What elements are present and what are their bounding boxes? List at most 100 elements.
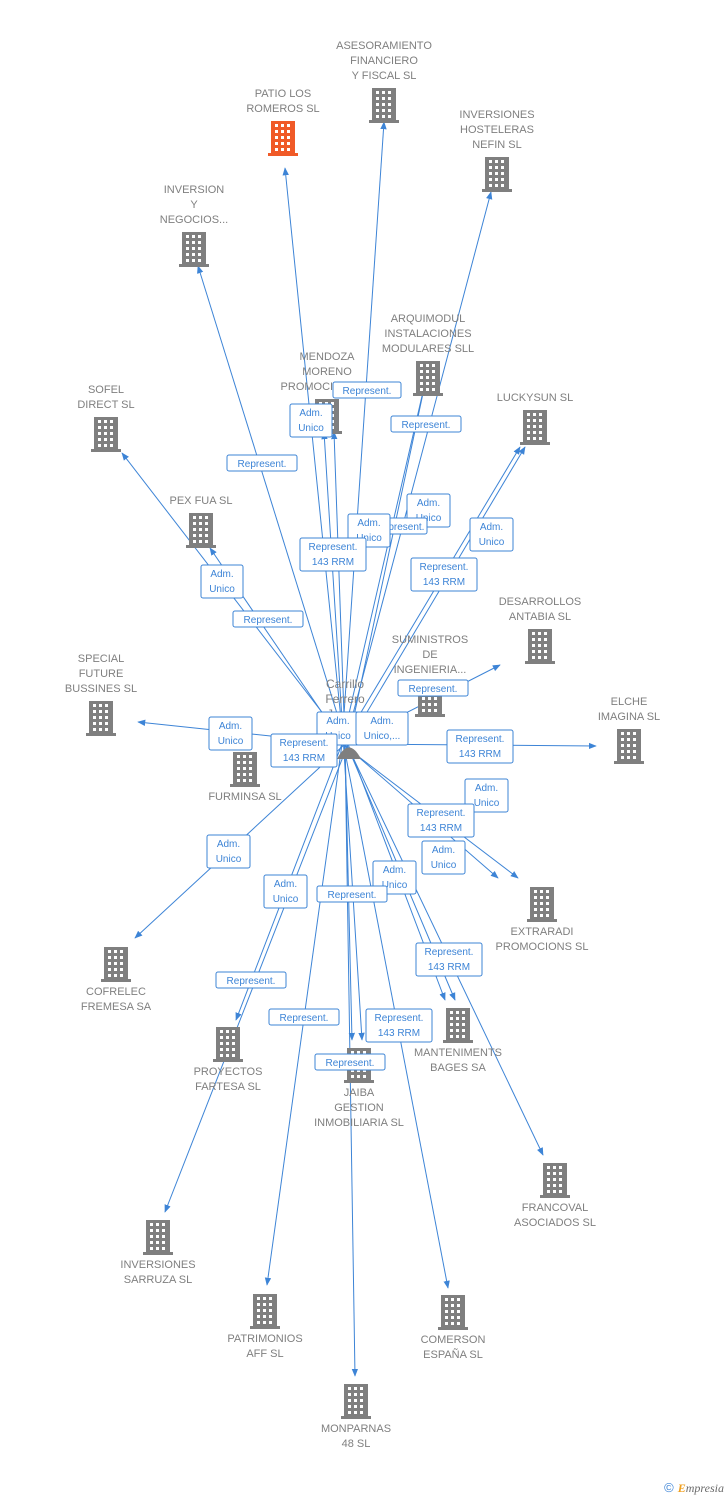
company-name: SUMINISTROS [392, 634, 468, 646]
edge-label-text: Represent. [425, 947, 474, 958]
company-name: FUTURE [79, 668, 124, 680]
company-name: DESARROLLOS [499, 596, 582, 608]
brand-logo-letter: E [677, 1481, 686, 1495]
edge-label-text: Unico [298, 423, 324, 434]
edge-label-text: Represent. [326, 1058, 375, 1069]
edge-label: Adm.Unico [421, 840, 466, 875]
company-name: ROMEROS SL [246, 103, 319, 115]
company-name: ANTABIA SL [509, 611, 571, 623]
edge-label: Adm.Unico,... [355, 711, 409, 746]
relationship-edge [347, 446, 526, 745]
edge-label: Adm.Unico [263, 874, 308, 909]
edge-label: Adm. Unico [289, 403, 333, 438]
company-node-furminsa[interactable]: FURMINSA SL [208, 752, 282, 803]
edge-label-text: Adm. [299, 408, 322, 419]
relationship-edge [341, 446, 521, 745]
building-icon [520, 410, 550, 445]
company-name: MORENO [302, 366, 352, 378]
edge-label-text: Adm. [417, 498, 440, 509]
edge-label-text: Represent. [456, 734, 505, 745]
company-name: DIRECT SL [77, 399, 134, 411]
edge-label-text: Adm. [480, 522, 503, 533]
building-icon [525, 629, 555, 664]
edge-label: Represent.143 RRM [365, 1008, 433, 1043]
company-name: INMOBILIARIA SL [314, 1117, 404, 1129]
company-name: MENDOZA [300, 351, 356, 363]
building-icon [143, 1220, 173, 1255]
edge-label: Represent. [226, 454, 298, 472]
company-node-inversion-negocios[interactable]: INVERSIONYNEGOCIOS... [160, 184, 228, 267]
company-name: GESTION [334, 1102, 384, 1114]
edge-label-text: Adm. [217, 839, 240, 850]
relationship-edge [321, 431, 344, 745]
company-name: PATRIMONIOS [227, 1333, 302, 1345]
company-node-pexfua[interactable]: PEX FUA SL [170, 495, 233, 548]
company-name: ASESORAMIENTO [336, 40, 432, 52]
edge-label-text: Adm. [357, 518, 380, 529]
edge-label-text: Represent. [244, 615, 293, 626]
company-name: AFF SL [246, 1348, 283, 1360]
edge-label: Represent. [316, 885, 388, 903]
edge-label-text: Unico [479, 537, 505, 548]
edge-label-text: Adm. [383, 865, 406, 876]
company-name: PROYECTOS [194, 1066, 263, 1078]
edge-label-text: Unico,... [364, 731, 401, 742]
edge-label: Represent.143 RRM [446, 729, 514, 764]
edge-label-text: Adm. [219, 721, 242, 732]
brand-logo-text: mpresia [685, 1481, 724, 1495]
edge-label-text: Adm. [475, 783, 498, 794]
edge-label-text: Unico [325, 731, 351, 742]
edge-label-text: Unico [218, 736, 244, 747]
edge-label: Represent. [268, 1008, 340, 1026]
edge-label-text: 143 RRM [428, 962, 470, 973]
edge-label-text: Represent. [280, 1013, 329, 1024]
company-node-cofrelec[interactable]: COFRELEC FREMESA SA [81, 947, 152, 1013]
building-icon [614, 729, 644, 764]
edge-label-text: Represent. [328, 890, 377, 901]
building-icon [527, 887, 557, 922]
edge-label: Represent. [332, 381, 402, 399]
company-name: FREMESA SA [81, 1001, 152, 1013]
edge-label-text: Adm. [274, 879, 297, 890]
company-name: SARRUZA SL [124, 1274, 192, 1286]
edge-label-text: Unico [431, 860, 457, 871]
edge-label-text: Represent. [417, 808, 466, 819]
edge-label: Adm.Unico [200, 564, 244, 599]
company-name: SPECIAL [78, 653, 124, 665]
building-icon [179, 232, 209, 267]
brand-footer[interactable]: ©Empresia [664, 1480, 724, 1496]
company-name: IMAGINA SL [598, 711, 660, 723]
company-node-suministros[interactable]: SUMINISTROSDEINGENIERIA... [392, 634, 468, 717]
edge-label-text: Represent. [409, 684, 458, 695]
company-name: Y FISCAL SL [352, 70, 417, 82]
company-node-patrimonios[interactable]: PATRIMONIOS AFF SL [227, 1294, 303, 1360]
company-node-antabia[interactable]: DESARROLLOS ANTABIA SL [499, 596, 582, 664]
edge-label-text: 143 RRM [312, 557, 354, 568]
relationship-edge [197, 265, 347, 745]
company-name: MODULARES SLL [382, 343, 474, 355]
company-node-luckysun[interactable]: LUCKYSUN SL [497, 392, 573, 445]
edge-label: Represent.143 RRM [270, 733, 338, 768]
building-icon [341, 1384, 371, 1419]
edge-label: Represent.143 RRM [299, 537, 367, 572]
company-name: INSTALACIONES [384, 328, 471, 340]
company-name: COFRELEC [86, 986, 146, 998]
company-name: BAGES SA [430, 1062, 486, 1074]
person-name: Carrillo [326, 677, 364, 691]
building-icon [268, 121, 298, 156]
